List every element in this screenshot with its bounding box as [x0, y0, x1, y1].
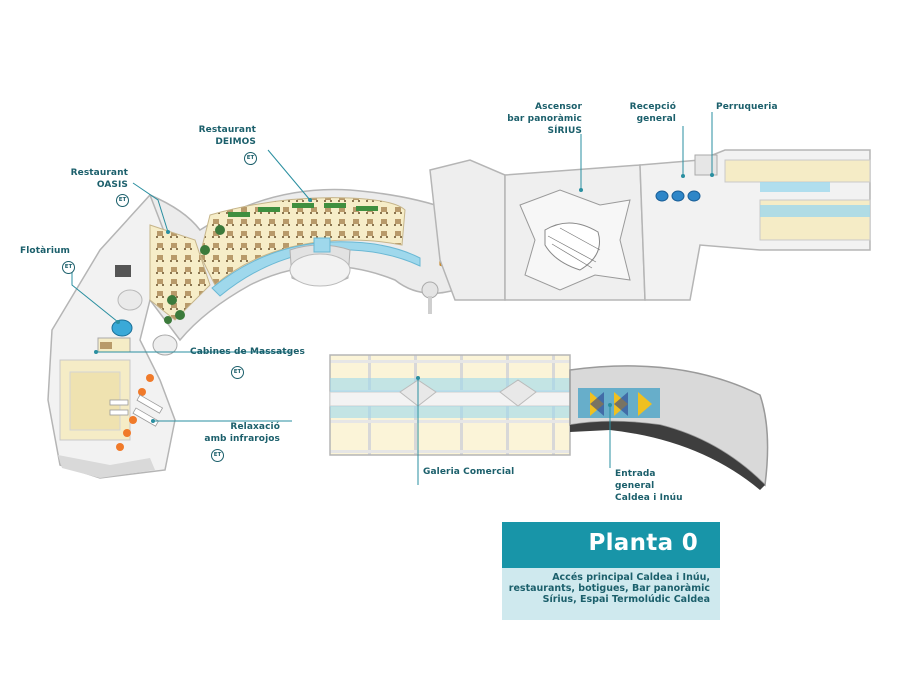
et-badge-icon: ET	[62, 261, 75, 274]
et-badge-icon: ET	[116, 194, 129, 207]
floor-description-box: Accés principal Caldea i Inúu, restauran…	[502, 568, 720, 620]
floor-description: Accés principal Caldea i Inúu, restauran…	[508, 572, 710, 605]
et-badge-icon: ET	[231, 366, 244, 379]
et-badge-icon: ET	[211, 449, 224, 462]
label-perruqueria: Perruqueria	[716, 102, 778, 112]
floor-title-box: Planta 0	[502, 522, 720, 568]
leader-lines	[71, 112, 713, 485]
leader-dot-icon	[94, 173, 714, 423]
shopping-gallery	[329, 354, 571, 456]
main-entrance	[569, 365, 769, 490]
pool-icon	[111, 319, 133, 337]
floor-title: Planta 0	[588, 530, 698, 556]
palm-icon	[164, 225, 225, 324]
reception-wing	[639, 149, 871, 301]
central-hall	[429, 159, 646, 301]
label-galeria-comercial: Galeria Comercial	[423, 467, 515, 477]
et-badge-icon: ET	[244, 152, 257, 165]
label-flotarium: Flotàrium	[20, 246, 71, 256]
label-cabines-massatges: Cabines de Massatges	[190, 347, 305, 357]
